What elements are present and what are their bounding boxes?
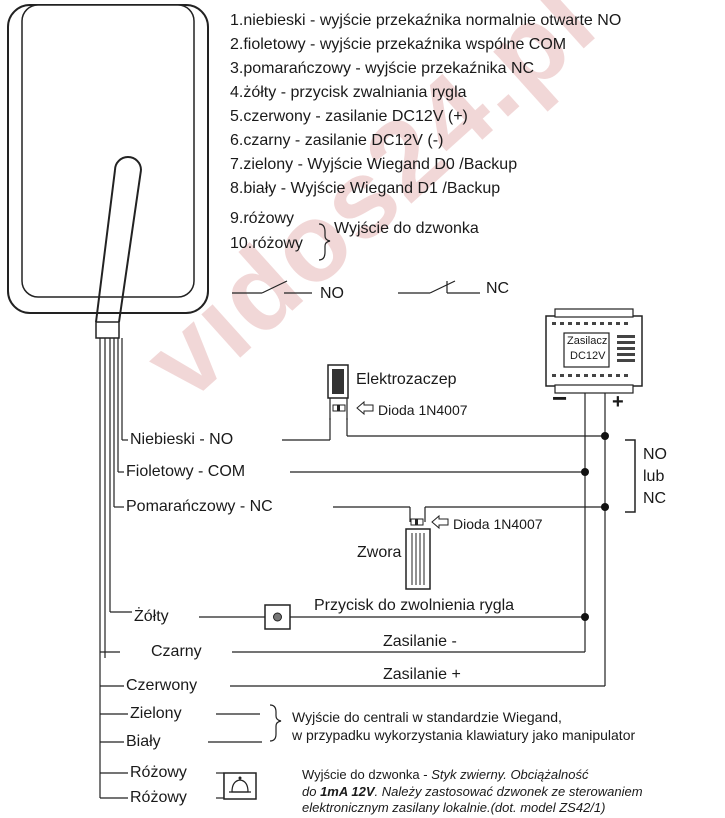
legend-item-7: 7.zielony - Wyjście Wiegand D0 /Backup (230, 156, 518, 173)
elektrozaczep-label: Elektrozaczep (356, 371, 457, 388)
zwora-label: Zwora (357, 544, 402, 561)
switch-nc-label: NC (486, 280, 510, 297)
wire-bialy-label: Biały (126, 733, 161, 750)
legend-item-5: 5.czerwony - zasilanie DC12V (+) (230, 108, 468, 125)
zasilanie-plus-label: Zasilanie + (383, 666, 461, 683)
wire-fioletowy-label: Fioletowy - COM (126, 463, 246, 480)
dzwonek-note-3: elektronicznym zasilany lokalnie.(dot. m… (302, 800, 606, 815)
bracket-label-lub: lub (643, 468, 665, 485)
legend-item-6: 6.czarny - zasilanie DC12V (-) (230, 132, 444, 149)
dioda2-label: Dioda 1N4007 (453, 516, 543, 532)
legend-item-8: 8.biały - Wyjście Wiegand D1 /Backup (230, 180, 501, 197)
wire-zolty-label: Żółty (134, 608, 169, 625)
cable-right (118, 169, 142, 323)
psu-label-2: DC12V (570, 350, 606, 362)
legend-item-10: 10.różowy (230, 235, 303, 252)
dzwonek-note-1: Wyjście do dzwonka - Styk zwierny. Obcią… (302, 767, 589, 782)
legend-item-4: 4.żółty - przycisk zwalniania rygla (230, 84, 467, 101)
no-nc-bracket (625, 439, 636, 513)
wire-rozowy-1-label: Różowy (130, 764, 187, 781)
switch-no-label: NO (320, 285, 344, 302)
wire-zielony-label: Zielony (130, 705, 182, 722)
cable-loop (114, 156, 142, 171)
legend-item-2: 2.fioletowy - wyjście przekaźnika wspóln… (230, 36, 567, 53)
wire-czerwony-label: Czerwony (126, 677, 198, 694)
psu-plus: + (612, 391, 624, 413)
bracket-label-no: NO (643, 446, 667, 463)
cable-left (95, 169, 116, 323)
reader-front (21, 4, 195, 298)
wire-czarny-label: Czarny (151, 643, 202, 660)
zwora-body (405, 528, 431, 590)
bell-icon (231, 779, 249, 793)
cable-gland (95, 321, 120, 339)
przycisk-knob (273, 612, 282, 622)
wiegand-line-2: w przypadku wykorzystania klawiatury jak… (292, 727, 636, 743)
wire-rozowy-2-label: Różowy (130, 789, 187, 806)
elektrozaczep-core (332, 369, 344, 394)
legend-item-9: 9.różowy (230, 210, 295, 227)
dzwonek-note-2: do 1mA 12V. Należy zastosować dzwonek ze… (302, 784, 643, 799)
psu-label-1: Zasilacz (567, 335, 608, 347)
psu-minus: − (552, 383, 568, 413)
zasilanie-minus-label: Zasilanie - (383, 633, 457, 650)
legend-item-1: 1.niebieski - wyjście przekaźnika normal… (230, 12, 622, 29)
brace-wiegand (269, 704, 282, 742)
legend-pink-label: Wyjście do dzwonka (334, 220, 479, 237)
przycisk-label: Przycisk do zwolnienia rygla (314, 597, 515, 614)
bracket-label-nc: NC (643, 490, 667, 507)
dioda1-label: Dioda 1N4007 (378, 402, 468, 418)
wire-niebieski-label: Niebieski - NO (130, 431, 234, 448)
wiegand-line-1: Wyjście do centrali w standardzie Wiegan… (292, 709, 562, 725)
brace-pink (318, 223, 331, 261)
psu-label-box (563, 332, 610, 368)
legend-item-3: 3.pomarańczowy - wyjście przekaźnika NC (230, 60, 535, 77)
dioda2-arrow (431, 514, 449, 530)
dioda1-arrow (356, 400, 374, 416)
wire-pomaranczowy-label: Pomarańczowy - NC (126, 498, 273, 515)
